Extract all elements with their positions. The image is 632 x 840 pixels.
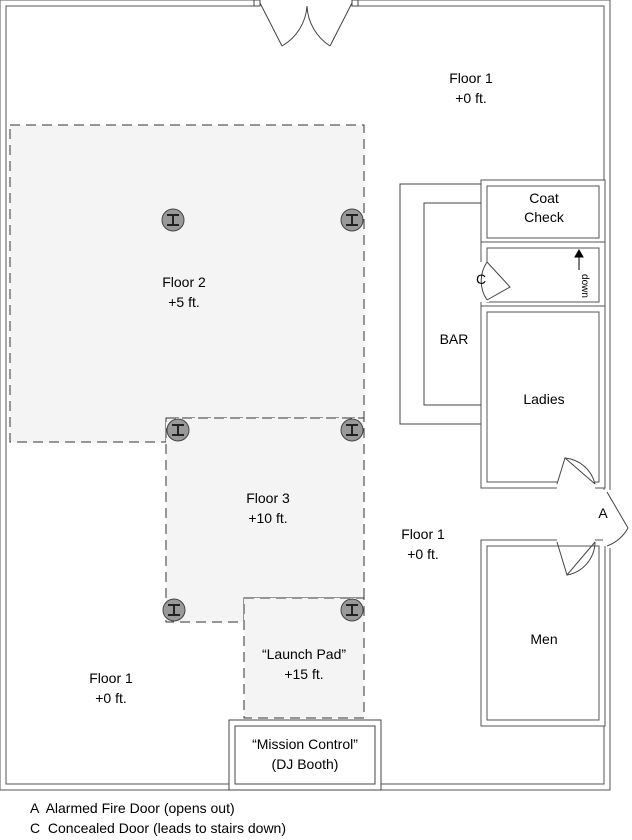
floor1-top-height: +0 ft. [455, 90, 487, 106]
fire-door-a [603, 491, 629, 547]
i-beam-column-icon [162, 598, 186, 622]
floor-plan: Floor 1 +0 ft. Floor 2 +5 ft. Floor 3 +1… [0, 0, 629, 791]
mission-control-booth [228, 719, 382, 791]
i-beam-column-icon [166, 418, 190, 442]
legend-item-a: A Alarmed Fire Door (opens out) [30, 800, 235, 816]
floor3-name: Floor 3 [246, 490, 290, 506]
launch-pad-height: +15 ft. [284, 666, 323, 682]
swing-door-icon [556, 537, 596, 577]
i-beam-column-icon [340, 418, 364, 442]
i-beam-column-icon [340, 598, 364, 622]
i-beam-column-icon [161, 208, 185, 232]
marker-a: A [598, 505, 608, 521]
coat-check-line1: Coat [529, 190, 559, 206]
launch-pad-name: “Launch Pad” [262, 646, 346, 662]
floor1-right-name: Floor 1 [401, 526, 445, 542]
stairs-down-label: down [579, 274, 590, 298]
coat-check-room [480, 179, 606, 245]
floor2-name: Floor 2 [162, 274, 206, 290]
men-label: Men [530, 631, 557, 647]
men-room [480, 539, 606, 727]
ladies-room [480, 305, 606, 489]
mission-control-sub: (DJ Booth) [272, 756, 339, 772]
marker-c: C [476, 271, 486, 287]
floor2-platform [9, 124, 365, 443]
arrow-up-icon [574, 248, 584, 270]
floor1-right-height: +0 ft. [407, 546, 439, 562]
concealed-door-c [480, 261, 511, 302]
coat-check-line2: Check [524, 209, 565, 225]
i-beam-column-icon [340, 208, 364, 232]
legend-item-c: C Concealed Door (leads to stairs down) [30, 820, 287, 836]
floor1-top-name: Floor 1 [449, 70, 493, 86]
ladies-label: Ladies [523, 391, 564, 407]
floor1-left-name: Floor 1 [89, 670, 133, 686]
bar-label: BAR [440, 331, 469, 347]
bar-counter [399, 183, 482, 425]
swing-door-icon [556, 457, 596, 489]
mission-control-name: “Mission Control” [252, 736, 358, 752]
floor1-left-height: +0 ft. [95, 690, 127, 706]
double-door-icon [253, 0, 359, 47]
floor2-height: +5 ft. [168, 294, 200, 310]
floor3-height: +10 ft. [248, 510, 287, 526]
